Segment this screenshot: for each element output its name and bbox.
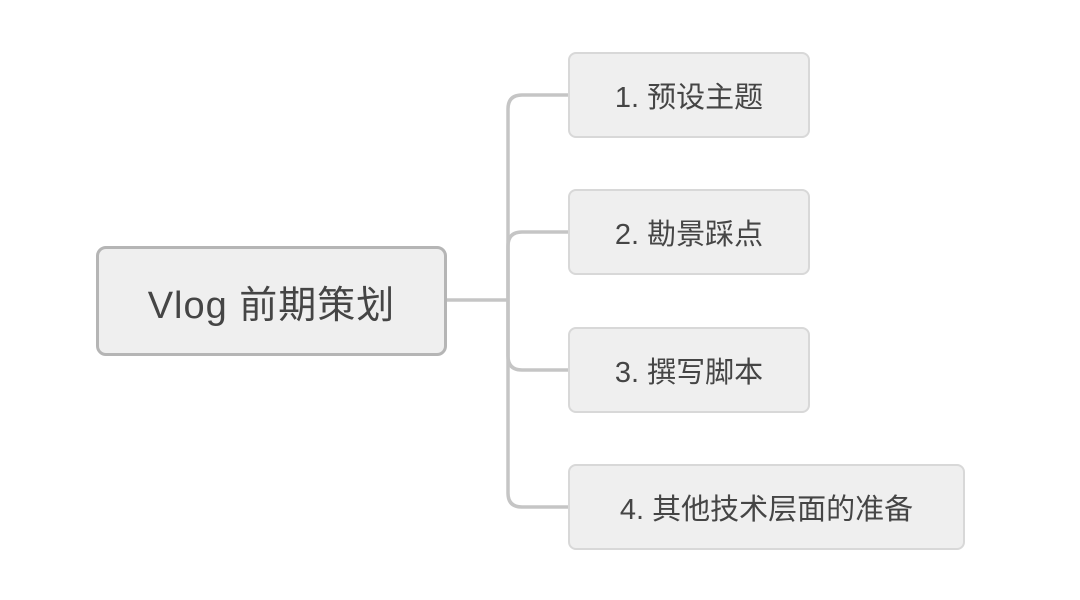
connector-branch-3 bbox=[506, 300, 568, 372]
child-node-1[interactable]: 1. 预设主题 bbox=[568, 52, 810, 138]
root-node-label: Vlog 前期策划 bbox=[147, 284, 396, 327]
connector-branch-2 bbox=[506, 230, 568, 300]
child-node-3-label: 3. 撰写脚本 bbox=[614, 357, 764, 389]
child-node-3[interactable]: 3. 撰写脚本 bbox=[568, 327, 810, 413]
child-node-2-label: 2. 勘景踩点 bbox=[614, 219, 764, 251]
connector-branch-1 bbox=[506, 93, 568, 300]
child-node-4[interactable]: 4. 其他技术层面的准备 bbox=[568, 464, 965, 550]
root-node[interactable]: Vlog 前期策划 bbox=[96, 246, 447, 356]
connector-branch-4 bbox=[506, 300, 568, 509]
child-node-1-label: 1. 预设主题 bbox=[614, 82, 764, 114]
child-node-2[interactable]: 2. 勘景踩点 bbox=[568, 189, 810, 275]
child-node-4-label: 4. 其他技术层面的准备 bbox=[619, 494, 914, 526]
